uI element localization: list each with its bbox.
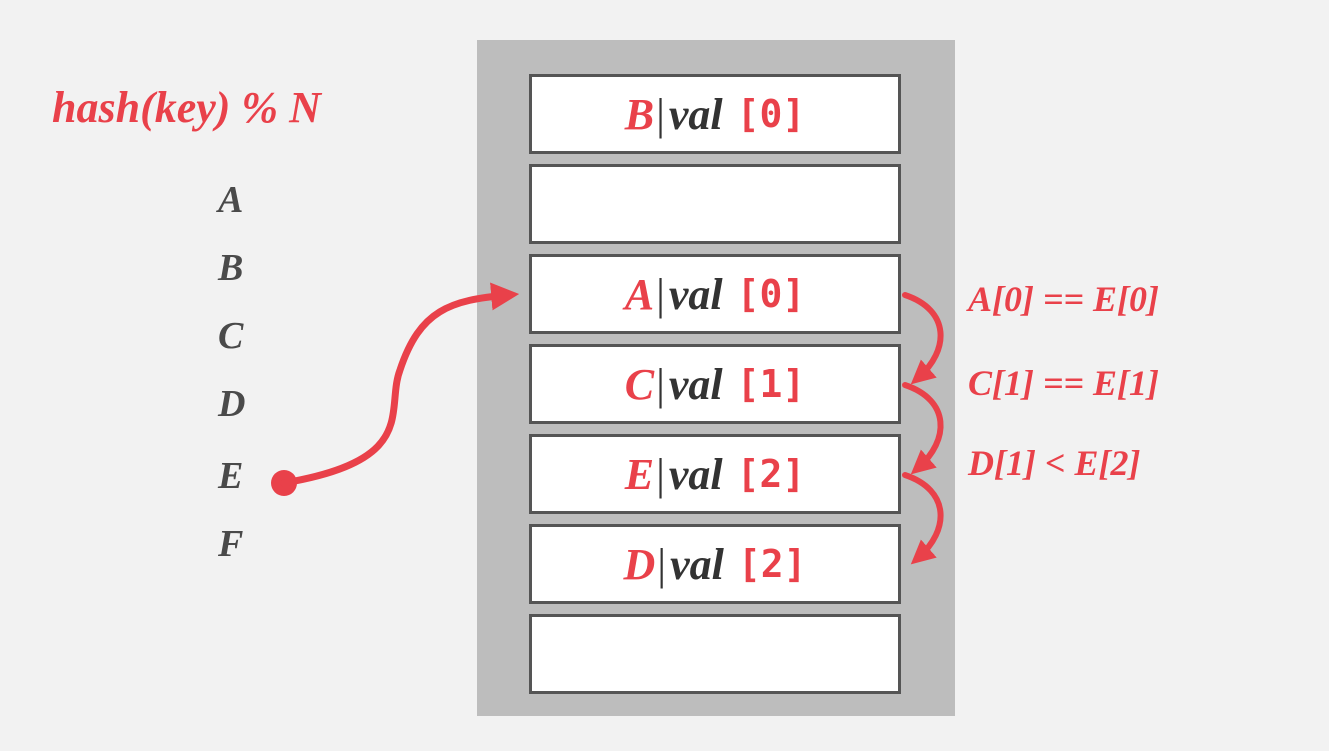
insert-arrow: [271, 282, 520, 496]
slot-key: A: [624, 269, 655, 319]
slot-index: [0]: [736, 272, 806, 316]
key-f: F: [218, 523, 244, 565]
slot-index: [1]: [736, 362, 806, 406]
key-d: D: [218, 383, 246, 425]
key-e: E: [218, 455, 244, 497]
slot-index: [0]: [736, 92, 806, 136]
slot-separator: |: [656, 359, 665, 409]
comparison-1: A[0] == E[0]: [968, 279, 1160, 319]
slot-index: [2]: [737, 542, 807, 586]
slot-separator: |: [656, 449, 665, 499]
slot-1-empty: [529, 164, 901, 244]
slot-key: D: [623, 539, 656, 589]
slot-3: C|val [1]: [529, 344, 901, 424]
slot-5: D|val [2]: [529, 524, 901, 604]
hash-function-label: hash(key) % N: [52, 83, 321, 132]
slot-value: val: [668, 269, 723, 319]
slot-value: val: [670, 539, 724, 589]
probe-arrow-1: [902, 292, 944, 385]
probe-arrow-3: [902, 472, 944, 565]
slot-value: val: [668, 359, 723, 409]
slot-separator: |: [656, 269, 665, 319]
key-b: B: [218, 247, 244, 289]
slot-index: [2]: [736, 452, 806, 496]
slot-0: B|val [0]: [529, 74, 901, 154]
slot-key: B: [624, 89, 655, 139]
comparison-3: D[1] < E[2]: [968, 443, 1141, 483]
slot-4: E|val [2]: [529, 434, 901, 514]
key-c: C: [218, 315, 244, 357]
slot-value: val: [668, 89, 723, 139]
probe-arrow-2: [902, 382, 944, 475]
key-a: A: [218, 179, 244, 221]
insert-arrow-line: [280, 282, 520, 487]
slot-key: C: [624, 359, 655, 409]
slot-separator: |: [657, 539, 667, 589]
slot-2: A|val [0]: [529, 254, 901, 334]
slot-6-empty: [529, 614, 901, 694]
slot-value: val: [668, 449, 723, 499]
slot-separator: |: [656, 89, 665, 139]
slot-key: E: [624, 449, 655, 499]
comparison-2: C[1] == E[1]: [968, 363, 1160, 403]
